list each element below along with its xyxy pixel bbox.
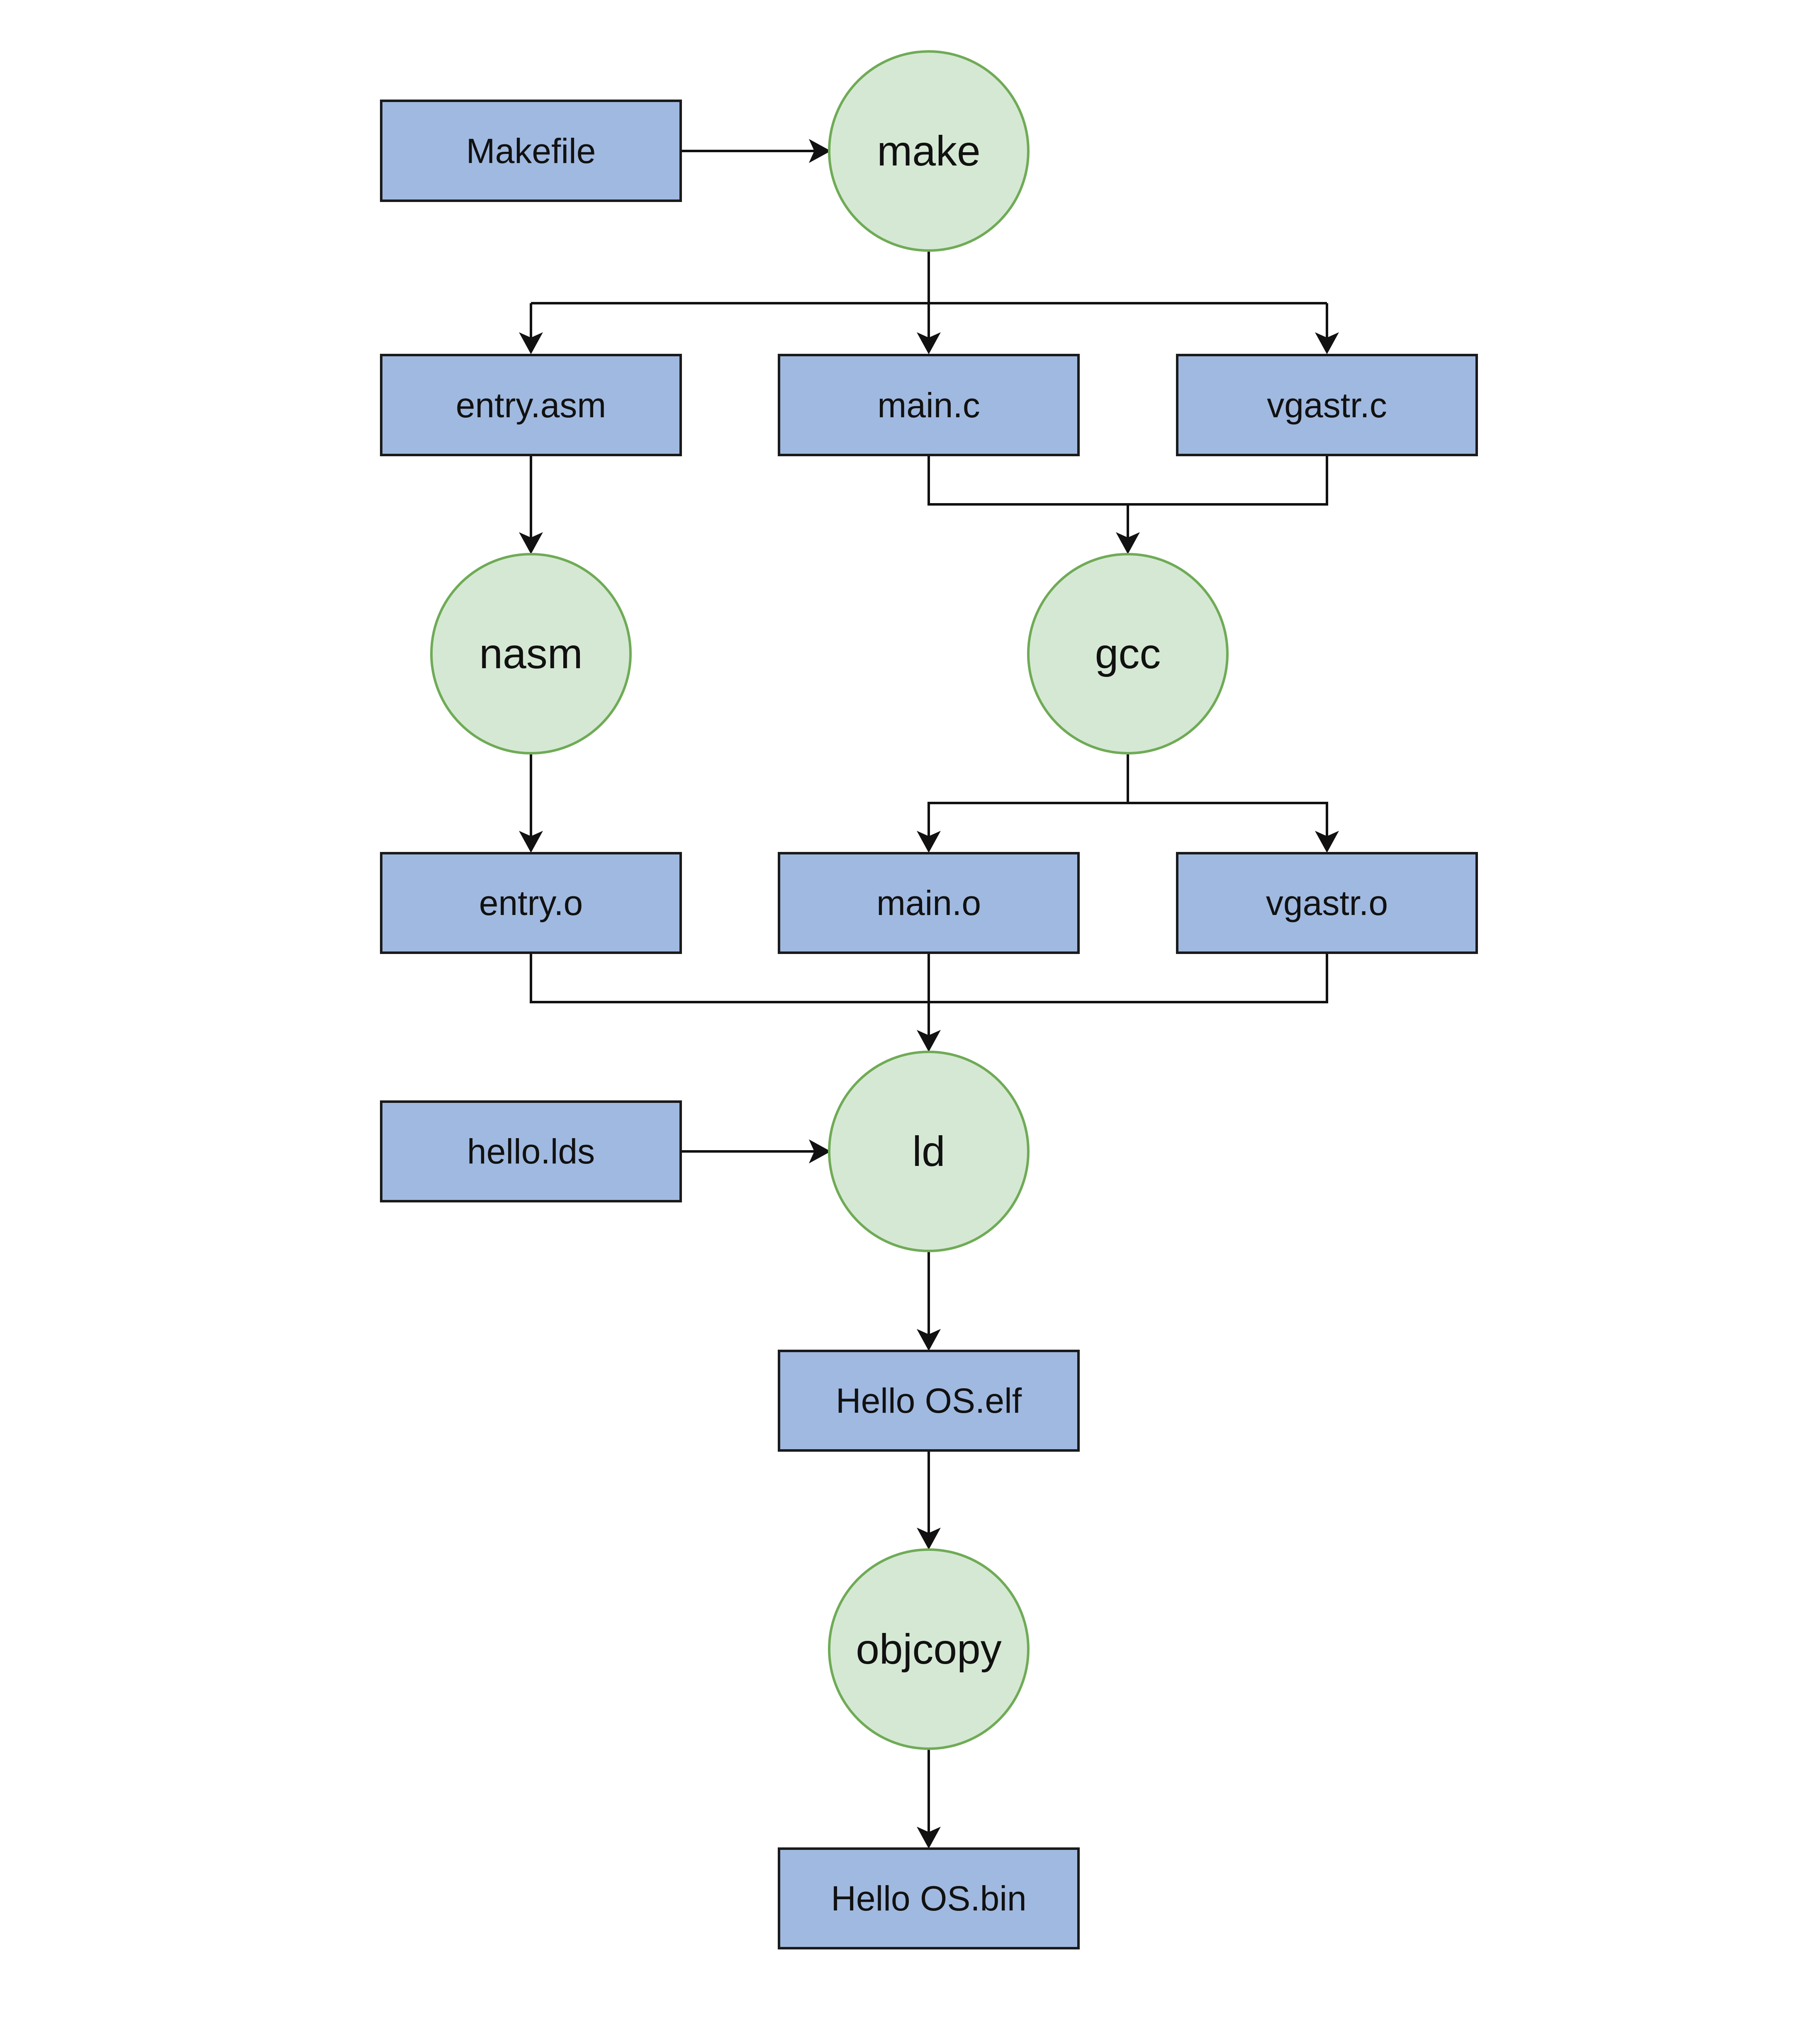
label-makefile: Makefile [466,131,596,170]
label-vgastr-o: vgastr.o [1266,883,1388,922]
node-vgastr-c: vgastr.c [1176,354,1478,456]
arrowhead-objcopy-top [917,1528,941,1550]
arrowhead-main-o-top [917,831,941,853]
label-main-c: main.c [877,386,980,425]
node-ld: ld [828,1051,1030,1252]
label-hello-lds: hello.lds [467,1132,595,1171]
node-makefile: Makefile [380,100,682,202]
arrowhead-ld-left [809,1139,831,1163]
file-nodes-group: Makefile entry.asm main.c vgastr.c entry… [380,100,1478,1949]
arrowhead-vgastr-c-top [1315,332,1339,354]
arrowhead-make-left [809,139,831,163]
arrowhead-nasm-top [519,532,543,554]
label-entry-asm: entry.asm [456,386,606,425]
arrowhead-ld-top [917,1030,941,1052]
label-hello-os-elf: Hello OS.elf [836,1381,1022,1420]
node-hello-os-bin: Hello OS.bin [778,1847,1080,1949]
node-objcopy: objcopy [828,1548,1030,1750]
label-nasm: nasm [479,630,582,677]
node-vgastr-o: vgastr.o [1176,852,1478,954]
arrowhead-entry-o-top [519,831,543,853]
edge-gcc-output-bar [927,802,1328,836]
node-make: make [828,50,1030,252]
label-vgastr-c: vgastr.c [1267,386,1387,425]
label-objcopy: objcopy [856,1625,1002,1673]
label-hello-os-bin: Hello OS.bin [831,1879,1027,1918]
label-main-o: main.o [876,883,981,922]
node-main-c: main.c [778,354,1080,456]
label-entry-o: entry.o [479,883,583,922]
arrowhead-vgastr-o-top [1315,831,1339,853]
edges-group [519,139,1339,1849]
node-main-o: main.o [778,852,1080,954]
node-entry-o: entry.o [380,852,682,954]
node-hello-lds: hello.lds [380,1100,682,1202]
arrowhead-gcc-top [1116,532,1140,554]
arrowhead-main-c-top [917,332,941,354]
node-gcc: gcc [1027,553,1229,754]
label-make: make [877,127,980,175]
label-ld: ld [912,1128,945,1175]
arrowhead-elf-top [917,1329,941,1351]
arrowhead-bin-top [917,1827,941,1849]
node-hello-os-elf: Hello OS.elf [778,1350,1080,1452]
tool-nodes-group: make nasm gcc ld objcopy [430,50,1229,1750]
node-entry-asm: entry.asm [380,354,682,456]
node-nasm: nasm [430,553,632,754]
edge-c-files-to-gcc [927,455,1328,506]
arrowhead-entry-asm-top [519,332,543,354]
label-gcc: gcc [1095,630,1161,677]
